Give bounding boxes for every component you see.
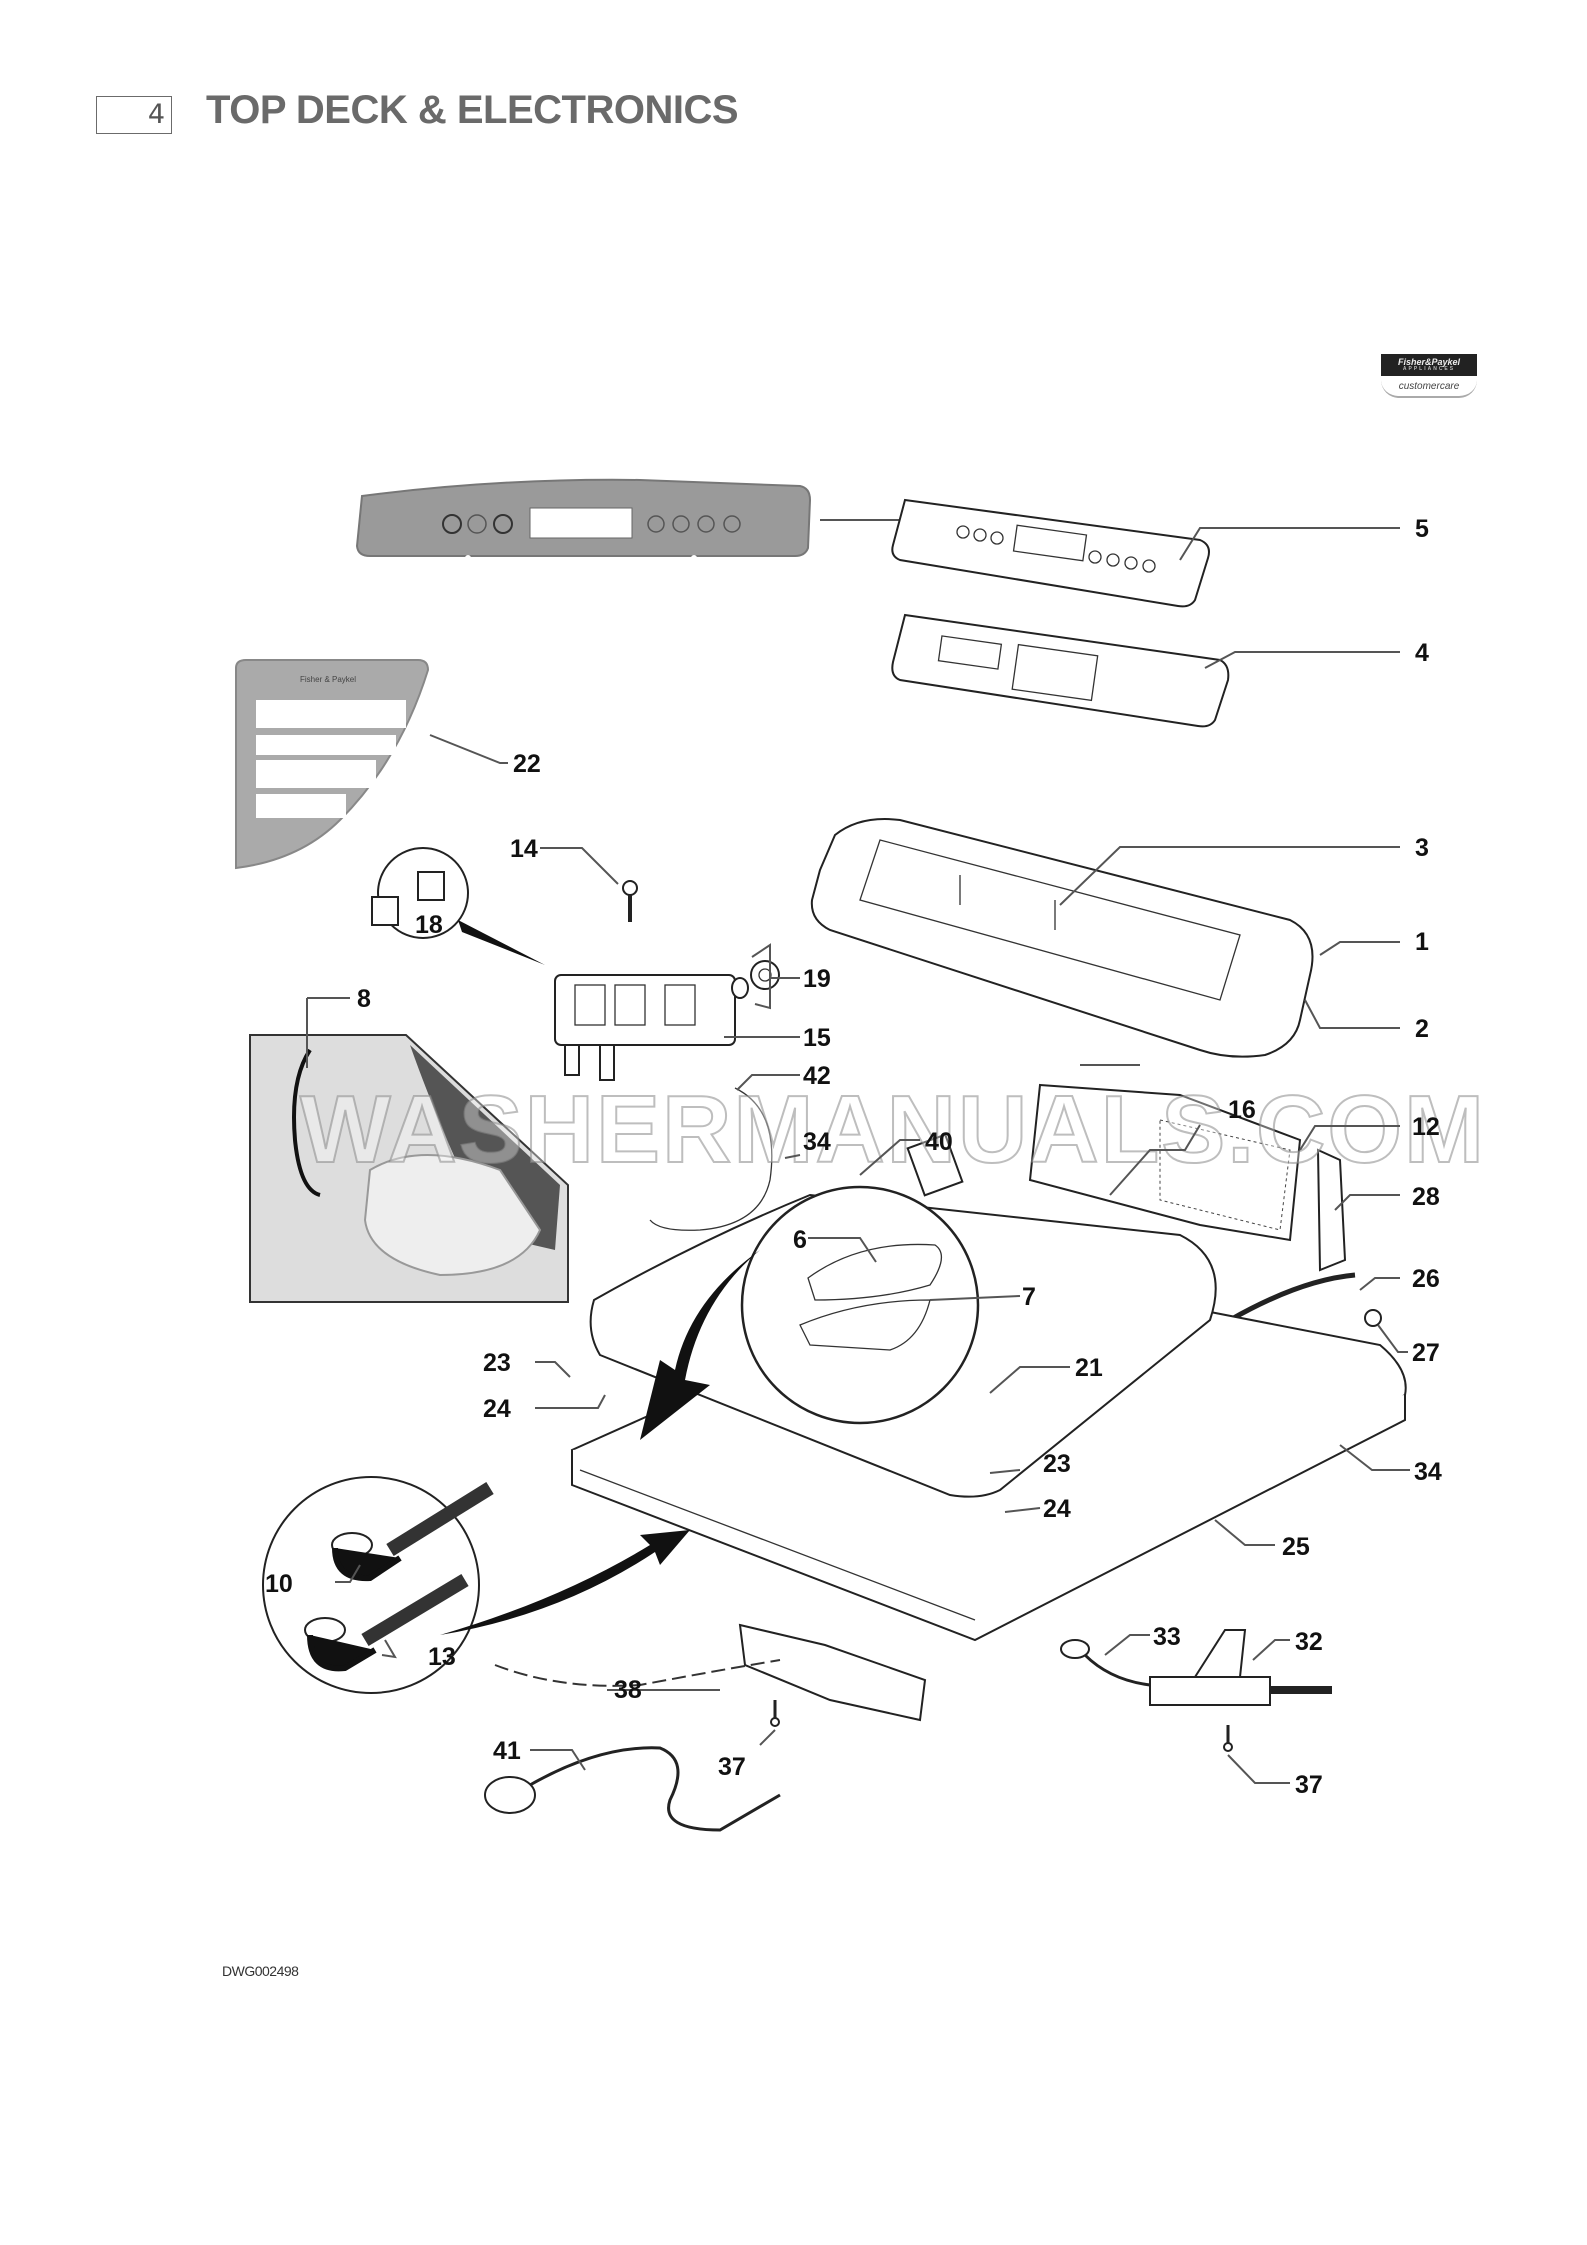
part-pressure-tube — [649, 1087, 773, 1231]
callout-38: 38 — [614, 1676, 642, 1704]
page-number: 4 — [147, 99, 165, 130]
svg-text:Fisher & Paykel: Fisher & Paykel — [300, 675, 356, 684]
callout-23a: 23 — [483, 1349, 511, 1377]
part-clip — [1364, 1309, 1382, 1327]
callout-4: 4 — [1415, 639, 1429, 667]
callout-6: 6 — [793, 1226, 807, 1254]
part-inlet-filter — [731, 960, 780, 999]
hose-arrow-icon — [440, 1530, 690, 1635]
callout-25: 25 — [1282, 1533, 1310, 1561]
customer-care-logo: customercare — [1381, 380, 1477, 398]
part-motor-controller — [906, 1083, 1302, 1242]
callout-41: 41 — [493, 1737, 521, 1765]
part-screw-37b — [1223, 1725, 1233, 1752]
callout-7: 7 — [1022, 1283, 1036, 1311]
part-bracket — [1316, 1148, 1347, 1272]
callout-28: 28 — [1412, 1183, 1440, 1211]
callout-33: 33 — [1153, 1623, 1181, 1651]
inset-lid-lock-photo — [249, 1034, 569, 1303]
detail-inlet-hoses — [262, 1476, 494, 1694]
drawing-code: DWG002498 — [222, 1963, 299, 1979]
part-filter-assembly — [494, 1623, 927, 1722]
callout-1: 1 — [1415, 928, 1429, 956]
callout-42: 42 — [803, 1062, 831, 1090]
part-screw-14 — [622, 880, 638, 922]
callout-14: 14 — [510, 835, 538, 863]
callout-5: 5 — [1415, 515, 1429, 543]
callout-12: 12 — [1412, 1113, 1440, 1141]
callout-34b: 34 — [1414, 1458, 1442, 1486]
part-screw-37a — [770, 1700, 780, 1727]
callout-24a: 24 — [483, 1395, 511, 1423]
callout-27: 27 — [1412, 1339, 1440, 1367]
brand-logo: Fisher&Paykel APPLIANCES customercare — [1381, 354, 1477, 398]
callout-labels: 5 4 3 1 2 12 28 26 27 34 25 32 33 37 16 … — [265, 515, 1442, 1799]
callout-15: 15 — [803, 1024, 831, 1052]
detail-lid-handle — [740, 1185, 980, 1425]
callout-37b: 37 — [1295, 1771, 1323, 1799]
part-console-fascia — [891, 498, 1210, 608]
callout-18: 18 — [415, 911, 443, 939]
callout-19: 19 — [803, 965, 831, 993]
callout-8: 8 — [357, 985, 371, 1013]
callout-37a: 37 — [718, 1753, 746, 1781]
page-title: TOP DECK & ELECTRONICS — [206, 88, 739, 132]
callout-10: 10 — [265, 1570, 293, 1598]
callout-13: 13 — [428, 1643, 456, 1671]
console-fascia-flat-view — [355, 478, 900, 561]
detail-valve-harness — [371, 847, 545, 965]
part-instruction-decal: Fisher & Paykel — [235, 659, 430, 870]
callout-22: 22 — [513, 750, 541, 778]
page-number-box: 4 — [96, 96, 172, 134]
part-hose — [1228, 1272, 1356, 1323]
part-lid-switch — [1060, 1629, 1332, 1706]
callout-21: 21 — [1075, 1354, 1103, 1382]
watermark: WASHERMANUALS.COM — [300, 1076, 1486, 1183]
part-ui-board — [891, 613, 1230, 728]
callout-3: 3 — [1415, 834, 1429, 862]
part-water-valve — [554, 974, 736, 1081]
callout-32: 32 — [1295, 1628, 1323, 1656]
part-console-cover — [810, 818, 1314, 1058]
leader-lines — [306, 527, 1410, 1784]
callout-2: 2 — [1415, 1015, 1429, 1043]
callout-26: 26 — [1412, 1265, 1440, 1293]
part-power-cord — [484, 1746, 781, 1832]
callout-23b: 23 — [1043, 1450, 1071, 1478]
callout-16: 16 — [1228, 1096, 1256, 1124]
callout-40: 40 — [925, 1128, 953, 1156]
fisher-paykel-logo: Fisher&Paykel APPLIANCES — [1381, 354, 1477, 376]
callout-24b: 24 — [1043, 1495, 1071, 1523]
callout-34a: 34 — [803, 1128, 831, 1156]
assembly-arrow-icon — [640, 1250, 760, 1440]
